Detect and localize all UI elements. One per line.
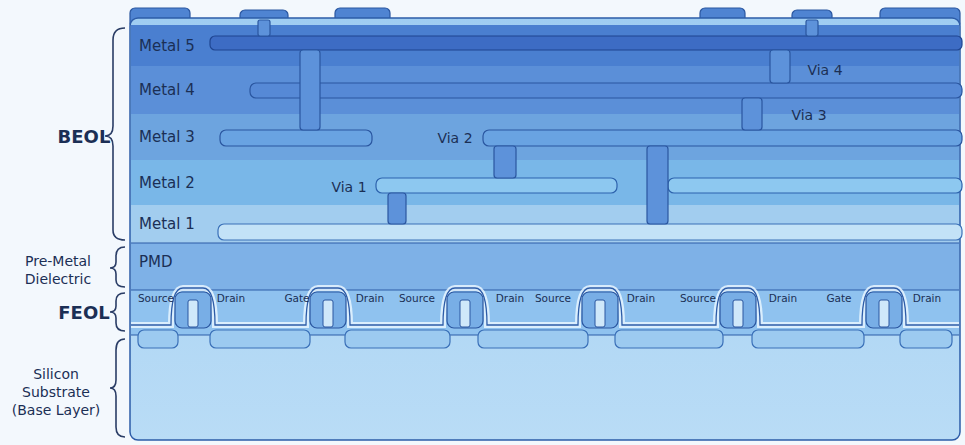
layer-name: PMD xyxy=(139,253,173,271)
terminal-label: Drain xyxy=(913,292,941,304)
layer-name: Metal 1 xyxy=(139,215,195,233)
region-label: FEOL xyxy=(58,302,109,323)
via-label: Via 1 xyxy=(331,179,366,195)
region-label: Silicon Substrate (Base Layer) xyxy=(8,365,104,420)
layer-name: Metal 3 xyxy=(139,128,195,146)
terminal-label: Drain xyxy=(356,292,384,304)
layer-name: Metal 2 xyxy=(139,174,195,192)
layer-band: Metal 2 xyxy=(131,160,959,205)
gate-stack xyxy=(175,292,211,328)
layer-name: Metal 5 xyxy=(139,37,195,55)
layer-band: Metal 1 xyxy=(131,205,959,243)
layer-band: Metal 5 xyxy=(131,25,959,66)
via-label: Via 4 xyxy=(807,62,842,78)
layer-band: Metal 3 xyxy=(131,114,959,160)
gate-electrode xyxy=(879,300,889,327)
terminal-label: Drain xyxy=(496,292,524,304)
layer-band: PMD xyxy=(131,243,959,290)
terminal-label: Gate xyxy=(826,292,851,304)
gate-stack xyxy=(447,292,483,328)
via-label: Via 3 xyxy=(791,107,826,123)
terminal-label: Gate xyxy=(284,292,309,304)
gate-stack xyxy=(310,292,346,328)
terminal-label: Source xyxy=(399,292,435,304)
via-label: Via 2 xyxy=(437,130,472,146)
gate-electrode xyxy=(733,300,743,327)
terminal-label: Source xyxy=(138,292,174,304)
terminal-label: Drain xyxy=(217,292,245,304)
gate-electrode xyxy=(460,300,470,327)
gate-electrode xyxy=(595,300,605,327)
terminal-label: Source xyxy=(535,292,571,304)
terminal-label: Drain xyxy=(769,292,797,304)
gate-stack xyxy=(582,292,618,328)
region-label: Pre-Metal Dielectric xyxy=(6,252,110,288)
terminal-label: Drain xyxy=(627,292,655,304)
gate-stack xyxy=(866,292,902,328)
gate-electrode xyxy=(188,300,198,327)
region-label: BEOL xyxy=(58,126,111,147)
gate-stack xyxy=(720,292,756,328)
terminal-label: Source xyxy=(680,292,716,304)
layer-name: Metal 4 xyxy=(139,81,195,99)
gate-electrode xyxy=(323,300,333,327)
